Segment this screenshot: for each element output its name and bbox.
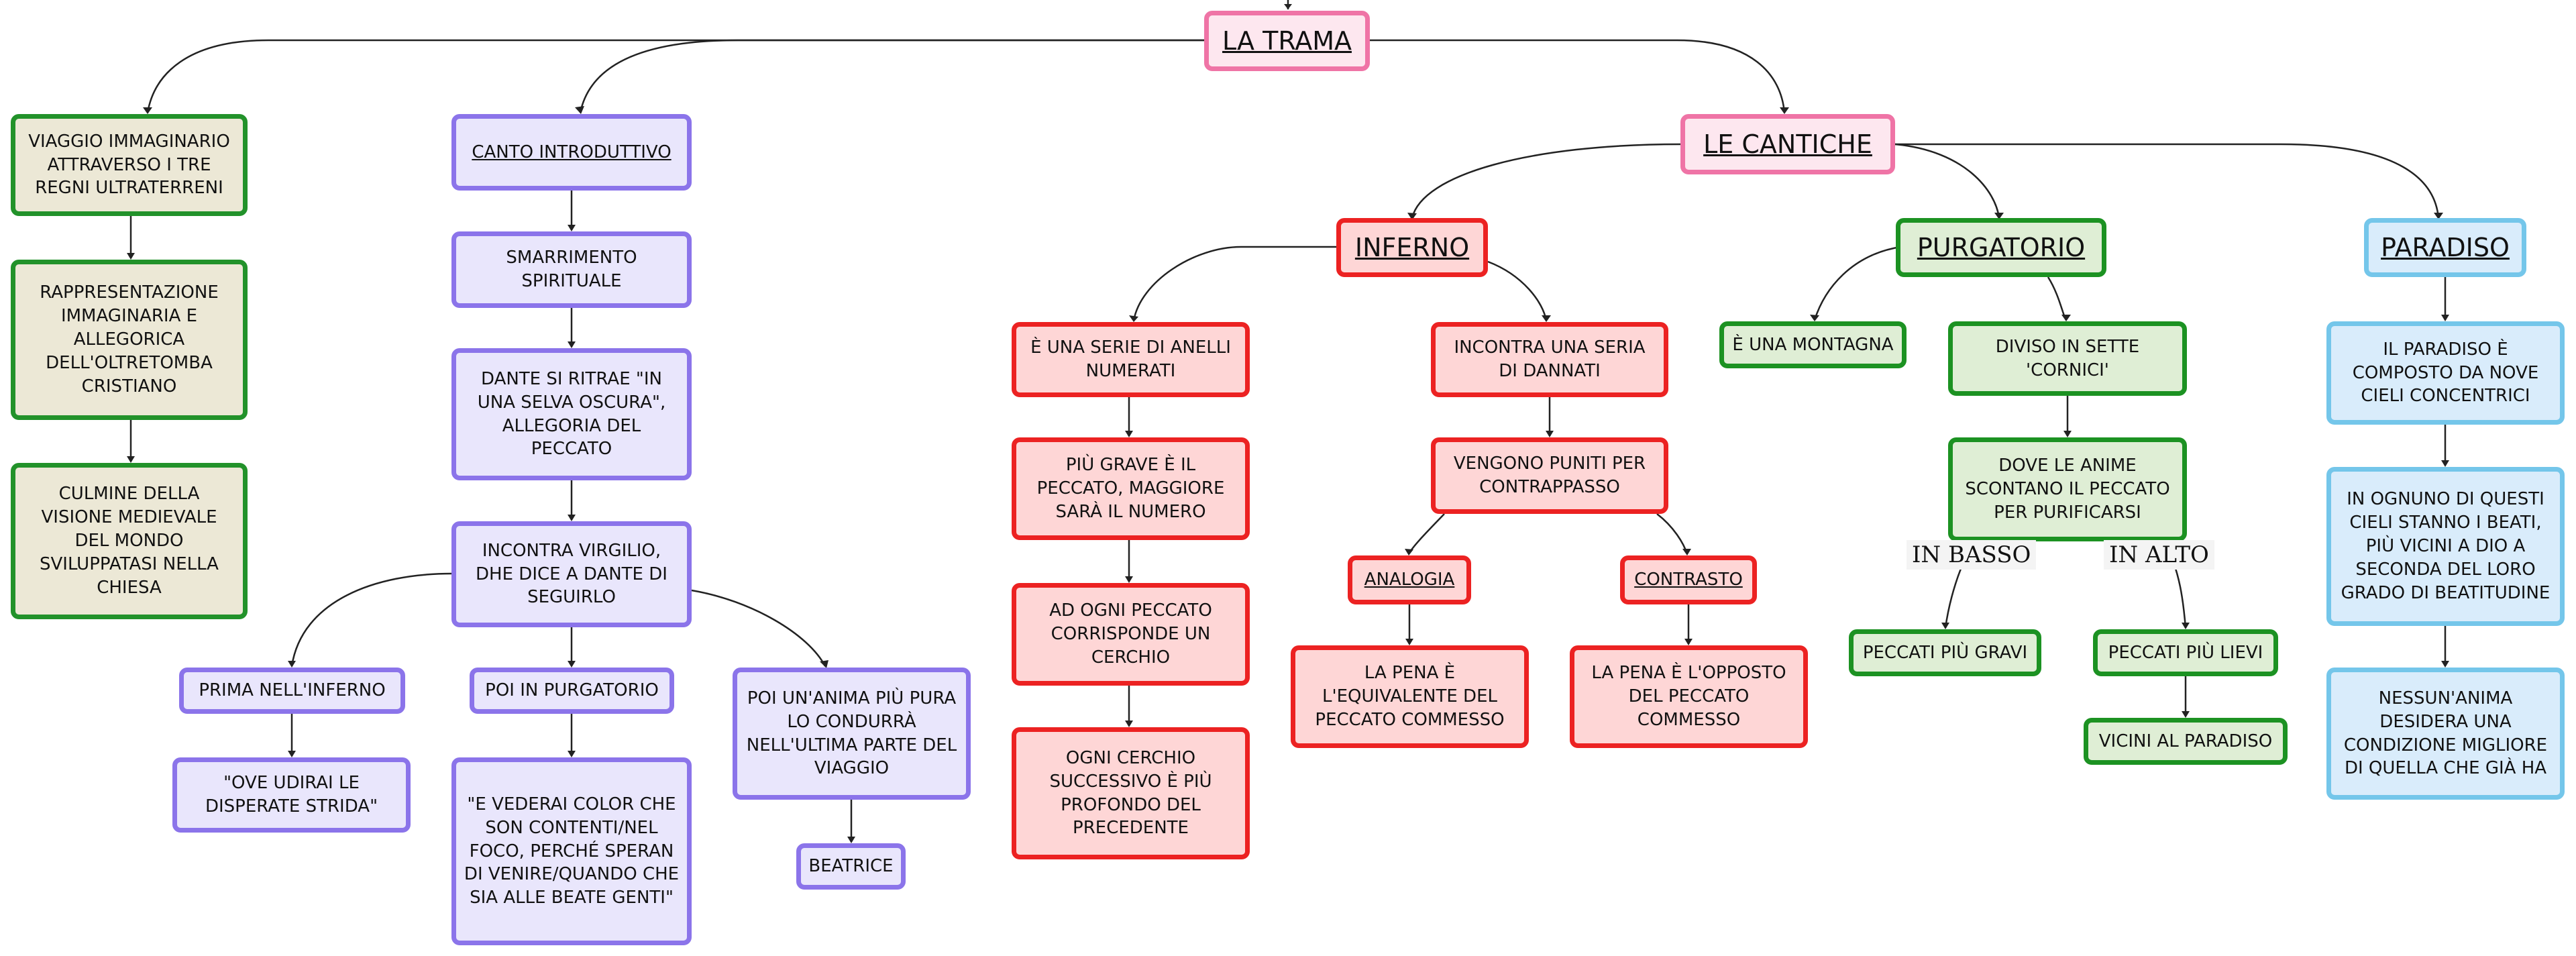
node-smarrimento[interactable]: SMARRIMENTO SPIRITUALE — [451, 231, 692, 308]
node-ogni-cerchio[interactable]: OGNI CERCHIO SUCCESSIVO È PIÙ PROFONDO D… — [1012, 727, 1250, 859]
node-culmine[interactable]: CULMINE DELLA VISIONE MEDIEVALE DEL MOND… — [11, 463, 248, 619]
node-opposto[interactable]: LA PENA È L'OPPOSTO DEL PECCATO COMMESSO — [1570, 645, 1808, 748]
node-anima-pura[interactable]: POI UN'ANIMA PIÙ PURA LO CONDURRÀ NELL'U… — [733, 668, 971, 800]
node-equivalente[interactable]: LA PENA È L'EQUIVALENTE DEL PECCATO COMM… — [1291, 645, 1529, 748]
node-la-trama[interactable]: LA TRAMA — [1204, 11, 1370, 71]
node-analogia[interactable]: ANALOGIA — [1348, 555, 1471, 604]
node-poi-purgatorio[interactable]: POI IN PURGATORIO — [470, 668, 674, 714]
node-dannati[interactable]: INCONTRA UNA SERIA DI DANNATI — [1431, 322, 1668, 397]
node-anelli[interactable]: È UNA SERIE DI ANELLI NUMERATI — [1012, 322, 1250, 397]
edge-label-in-basso: IN BASSO — [1907, 540, 2037, 570]
node-selva-oscura[interactable]: DANTE SI RITRAE "IN UNA SELVA OSCURA", A… — [451, 348, 692, 480]
node-vicini[interactable]: VICINI AL PARADISO — [2084, 718, 2288, 765]
node-cornici[interactable]: DIVISO IN SETTE 'CORNICI' — [1948, 321, 2187, 396]
node-beati[interactable]: IN OGNUNO DI QUESTI CIELI STANNO I BEATI… — [2326, 467, 2565, 626]
node-virgilio[interactable]: INCONTRA VIRGILIO, DHE DICE A DANTE DI S… — [451, 521, 692, 627]
node-paradiso[interactable]: PARADISO — [2364, 218, 2526, 277]
node-ogni-peccato[interactable]: AD OGNI PECCATO CORRISPONDE UN CERCHIO — [1012, 583, 1250, 686]
edge-label-in-alto: IN ALTO — [2104, 540, 2214, 570]
node-canto-introduttivo[interactable]: CANTO INTRODUTTIVO — [451, 114, 692, 191]
node-prima-inferno[interactable]: PRIMA NELL'INFERNO — [179, 668, 405, 714]
node-contrappasso[interactable]: VENGONO PUNITI PER CONTRAPPASSO — [1431, 437, 1668, 514]
node-vederai[interactable]: "E VEDERAI COLOR CHE SON CONTENTI/NEL FO… — [451, 757, 692, 945]
node-montagna[interactable]: È UNA MONTAGNA — [1719, 321, 1907, 368]
node-nessuna-anima[interactable]: NESSUN'ANIMA DESIDERA UNA CONDIZIONE MIG… — [2326, 668, 2565, 800]
node-lievi[interactable]: PECCATI PIÙ LIEVI — [2093, 629, 2278, 676]
node-contrasto[interactable]: CONTRASTO — [1620, 555, 1757, 604]
node-beatrice[interactable]: BEATRICE — [796, 843, 906, 890]
node-le-cantiche[interactable]: LE CANTICHE — [1680, 114, 1895, 174]
node-inferno[interactable]: INFERNO — [1336, 218, 1488, 277]
node-piu-grave[interactable]: PIÙ GRAVE È IL PECCATO, MAGGIORE SARÀ IL… — [1012, 437, 1250, 540]
node-nove-cieli[interactable]: IL PARADISO È COMPOSTO DA NOVE CIELI CON… — [2326, 321, 2565, 425]
node-disperate-strida[interactable]: "OVE UDIRAI LE DISPERATE STRIDA" — [172, 757, 411, 833]
node-viaggio[interactable]: VIAGGIO IMMAGINARIO ATTRAVERSO I TRE REG… — [11, 114, 248, 216]
node-purgatorio[interactable]: PURGATORIO — [1896, 218, 2106, 277]
node-rappresentazione[interactable]: RAPPRESENTAZIONE IMMAGINARIA E ALLEGORIC… — [11, 260, 248, 420]
node-gravi[interactable]: PECCATI PIÙ GRAVI — [1849, 629, 2041, 676]
node-scontano[interactable]: DOVE LE ANIME SCONTANO IL PECCATO PER PU… — [1948, 437, 2187, 541]
